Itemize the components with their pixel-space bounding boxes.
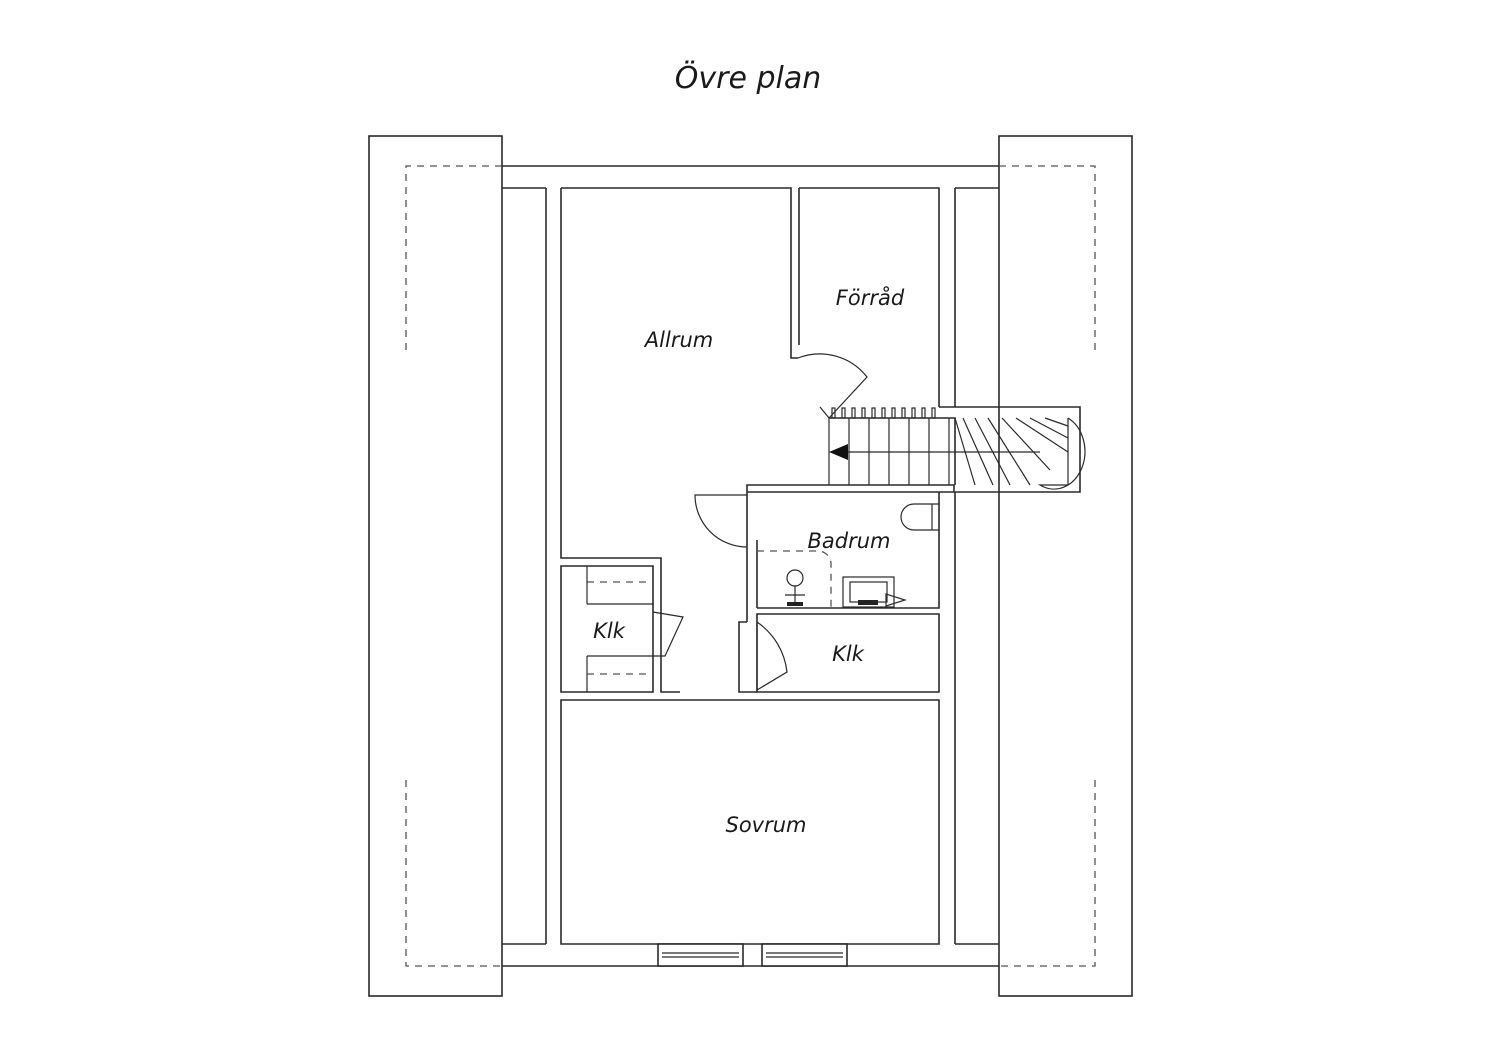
bathroom-fixtures <box>757 503 939 608</box>
dormer-dashed-lines <box>405 165 1096 967</box>
room-label-sovrum: Sovrum <box>725 813 806 837</box>
doors <box>652 353 868 692</box>
staircase <box>828 406 1086 493</box>
shower-icon <box>757 550 832 608</box>
windows <box>657 943 848 967</box>
room-label-badrum: Badrum <box>807 529 890 553</box>
shower-head-icon <box>785 569 805 606</box>
room-label-klk-left: Klk <box>593 619 626 643</box>
plan-title: Övre plan <box>675 60 821 96</box>
room-label-forrad: Förråd <box>836 285 905 310</box>
stair-railing-posts <box>831 407 936 419</box>
stair-arrow-icon <box>829 444 848 460</box>
roof-outline <box>368 135 1133 997</box>
closet-shelves <box>586 566 653 692</box>
toilet-icon <box>900 503 939 531</box>
room-label-allrum: Allrum <box>643 328 713 352</box>
room-label-klk-right: Klk <box>832 642 865 666</box>
walls <box>560 187 955 945</box>
sink-icon <box>842 576 907 608</box>
